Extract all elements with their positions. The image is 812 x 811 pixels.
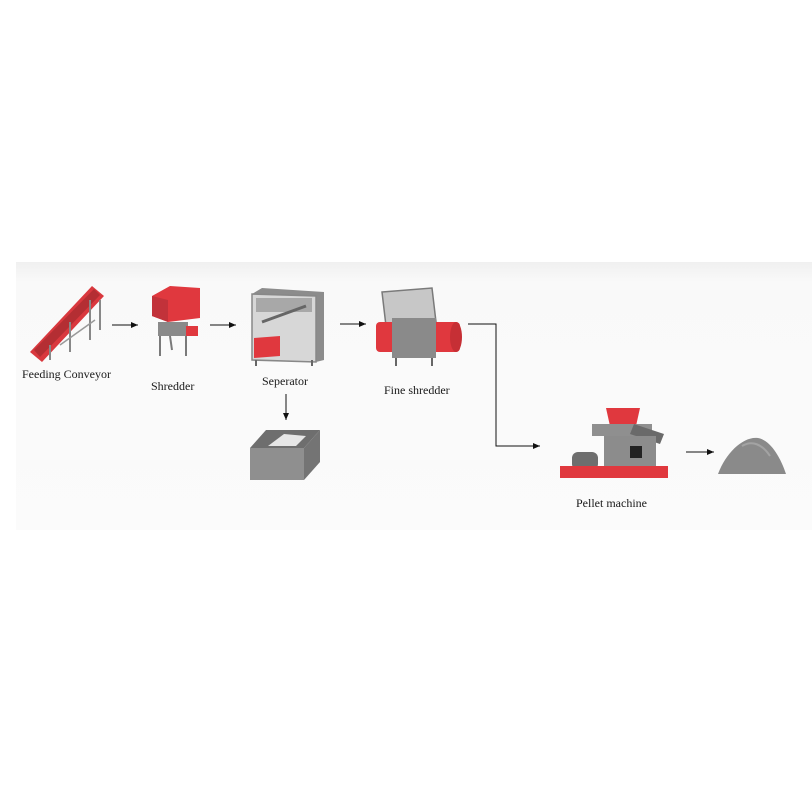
label-feeding-conveyor: Feeding Conveyor (22, 367, 111, 381)
label-fine-shredder: Fine shredder (384, 383, 450, 397)
pellet-machine (560, 408, 668, 478)
separator-machine (251, 288, 324, 366)
label-pellet-machine: Pellet machine (576, 496, 647, 510)
arrow-fine-shredder-to-pellet-machine (468, 323, 540, 449)
shredder-machine (152, 286, 200, 356)
feeding-conveyor-machine (30, 286, 104, 362)
label-shredder: Shredder (151, 379, 195, 393)
label-separator: Seperator (262, 374, 308, 388)
pellet-pile (718, 437, 786, 474)
fine-shredder-machine (376, 287, 462, 366)
output-bin (250, 430, 320, 480)
